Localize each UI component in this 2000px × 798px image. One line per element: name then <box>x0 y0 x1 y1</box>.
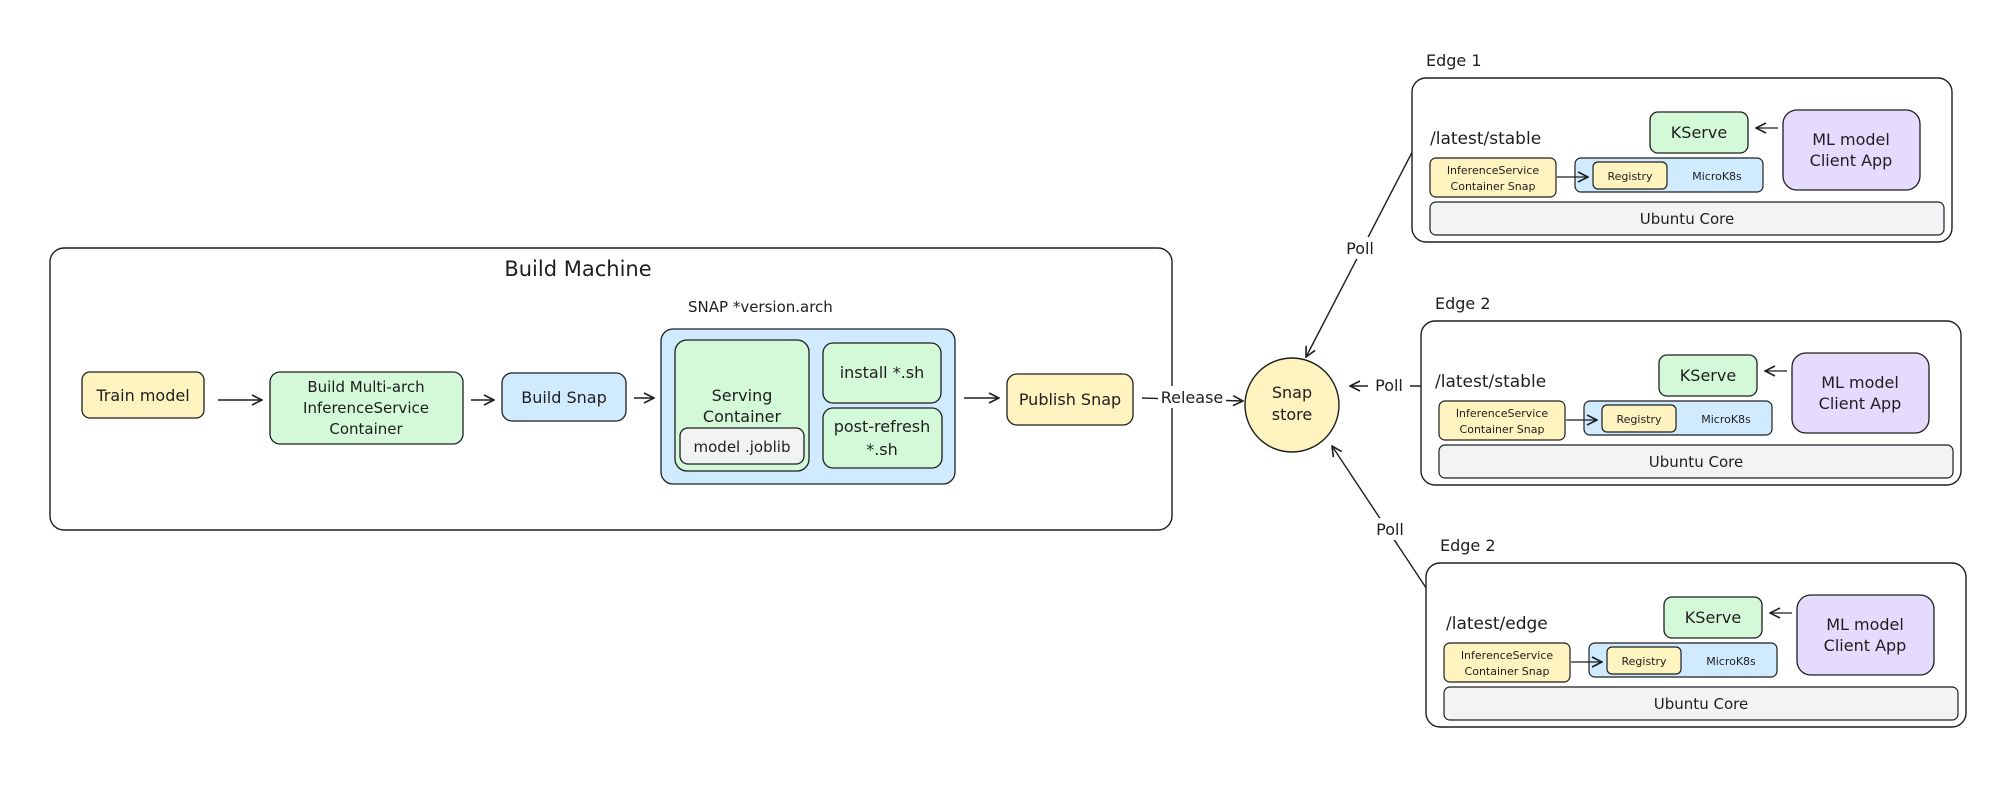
publish-snap-label: Publish Snap <box>1019 390 1121 409</box>
build-container-line-2: InferenceService <box>303 399 429 417</box>
container-snap-line-2: Container Snap <box>1451 180 1536 193</box>
build-snap-label: Build Snap <box>521 388 607 407</box>
snap-package-label: SNAP *version.arch <box>688 298 833 316</box>
client-app-line-1: ML model <box>1821 373 1899 392</box>
train-model-label: Train model <box>95 386 189 405</box>
os-label: Ubuntu Core <box>1654 695 1748 713</box>
post-refresh-script-box <box>822 407 943 469</box>
build-container-line-3: Container <box>329 420 403 438</box>
client-app-line-1: ML model <box>1826 615 1904 634</box>
os-bar <box>1443 686 1959 721</box>
edge-channel: /latest/edge <box>1446 614 1548 634</box>
kserve-box <box>1658 354 1758 397</box>
microk8s-label: MicroK8s <box>1692 170 1742 183</box>
registry-label: Registry <box>1621 655 1667 668</box>
poll-label-1-bg <box>1338 237 1382 259</box>
container-snap-line-1: InferenceService <box>1461 649 1554 662</box>
build-snap-box <box>501 372 627 422</box>
edge-title: Edge 2 <box>1440 536 1496 555</box>
publish-snap-box <box>1006 373 1134 426</box>
container-snap-line-2: Container Snap <box>1460 423 1545 436</box>
container-snap-line-1: InferenceService <box>1447 164 1540 177</box>
client-app-box <box>1796 594 1935 676</box>
kserve-label: KServe <box>1685 608 1741 627</box>
poll-label-edge-3: Poll <box>1376 520 1404 539</box>
kserve-box <box>1649 111 1749 154</box>
kserve-label: KServe <box>1671 123 1727 142</box>
microk8s-label: MicroK8s <box>1701 413 1751 426</box>
kserve-box <box>1663 596 1763 639</box>
install-script-label: install *.sh <box>840 363 925 382</box>
snap-store-line-2: store <box>1272 405 1312 424</box>
registry-label: Registry <box>1616 413 1662 426</box>
container-snap-line-2: Container Snap <box>1465 665 1550 678</box>
model-file-box <box>679 427 805 465</box>
model-file-label: model .joblib <box>694 438 791 456</box>
build-container-box <box>269 371 464 445</box>
registry-box <box>1606 646 1682 675</box>
registry-box <box>1601 404 1677 433</box>
post-refresh-line-1: post-refresh <box>834 417 931 436</box>
build-machine-title: Build Machine <box>504 257 651 281</box>
edge-title: Edge 2 <box>1435 294 1491 313</box>
client-app-line-2: Client App <box>1819 394 1902 413</box>
container-snap-box <box>1443 642 1571 683</box>
edge-node-2: Edge 2 /latest/stable KServe ML model Cl… <box>1420 294 1962 486</box>
build-container-line-1: Build Multi-arch <box>307 378 424 396</box>
registry-box <box>1592 161 1668 190</box>
edge-node-3: Edge 2 /latest/edge KServe ML model Clie… <box>1425 536 1967 728</box>
serving-container-line-2: Container <box>703 407 782 426</box>
os-bar <box>1429 201 1945 236</box>
release-label-bg <box>1158 386 1226 408</box>
edge-channel: /latest/stable <box>1430 129 1541 149</box>
edge-channel: /latest/stable <box>1435 372 1546 392</box>
poll-label-2-bg <box>1368 374 1410 396</box>
edge-node-1: Edge 1 /latest/stable KServe ML model Cl… <box>1411 51 1953 243</box>
registry-label: Registry <box>1607 170 1653 183</box>
serving-container-line-1: Serving <box>712 386 773 405</box>
build-machine-group: Build Machine Train model Build Multi-ar… <box>49 247 1173 531</box>
client-app-line-1: ML model <box>1812 130 1890 149</box>
os-bar <box>1438 444 1954 479</box>
poll-label-edge-1: Poll <box>1346 239 1374 258</box>
client-app-box <box>1782 109 1921 191</box>
client-app-line-2: Client App <box>1810 151 1893 170</box>
client-app-box <box>1791 352 1930 434</box>
snap-store-line-1: Snap <box>1272 383 1312 402</box>
container-snap-box <box>1438 400 1566 441</box>
snap-store-circle <box>1244 357 1340 453</box>
container-snap-box <box>1429 157 1557 198</box>
poll-label-edge-2: Poll <box>1375 376 1403 395</box>
os-label: Ubuntu Core <box>1640 210 1734 228</box>
train-model-box <box>81 371 205 419</box>
install-script-box <box>822 342 942 404</box>
edge-title: Edge 1 <box>1426 51 1482 70</box>
os-label: Ubuntu Core <box>1649 453 1743 471</box>
client-app-line-2: Client App <box>1824 636 1907 655</box>
microk8s-label: MicroK8s <box>1706 655 1756 668</box>
kserve-label: KServe <box>1680 366 1736 385</box>
poll-label-3-bg <box>1368 518 1412 540</box>
container-snap-line-1: InferenceService <box>1456 407 1549 420</box>
post-refresh-line-2: *.sh <box>866 440 898 459</box>
release-label: Release <box>1161 388 1224 407</box>
